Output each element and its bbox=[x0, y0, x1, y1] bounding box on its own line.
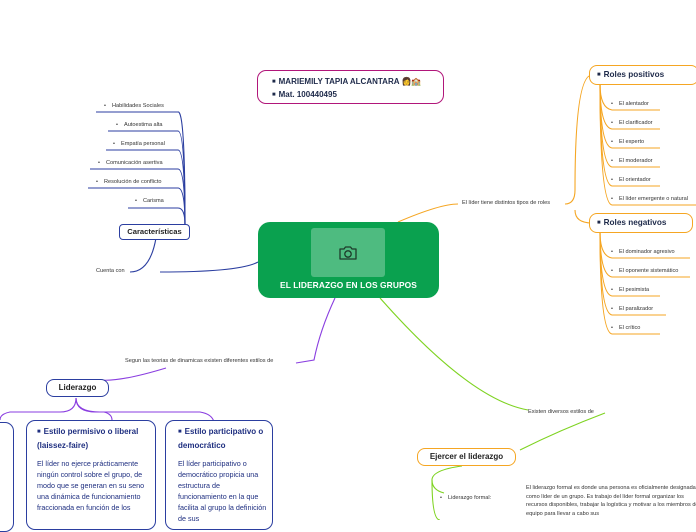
estilo-permisivo-bullet bbox=[37, 427, 44, 436]
rol-negativo-label: El crítico bbox=[618, 325, 641, 331]
rol-positivo-label: El moderador bbox=[618, 158, 653, 164]
rol-positivo-item[interactable]: El experto bbox=[611, 139, 644, 145]
roles-negativos-bullet bbox=[597, 218, 604, 227]
estilo-permisivo-body: El líder no ejerce prácticamente ningún … bbox=[37, 459, 145, 512]
estilo-permisivo-title: Estilo permisivo o liberal (laissez-fair… bbox=[37, 427, 139, 450]
estilo-participativo-bullet bbox=[178, 427, 185, 436]
caracteristica-label: Habilidades Sociales bbox=[111, 103, 164, 109]
rol-negativo-item[interactable]: El oponente sistemático bbox=[611, 268, 678, 274]
rol-negativo-item[interactable]: El dominador agresivo bbox=[611, 249, 675, 255]
rol-positivo-label: El orientador bbox=[618, 177, 651, 183]
caracteristica-item[interactable]: Carisma bbox=[135, 198, 164, 204]
connection-lines bbox=[0, 74, 696, 520]
caracteristica-item[interactable]: Comunicación asertiva bbox=[98, 160, 163, 166]
central-title: EL LIDERAZGO EN LOS GRUPOS bbox=[280, 280, 417, 290]
author-name-bullet bbox=[272, 77, 279, 86]
caracteristicas-node[interactable]: Características bbox=[119, 224, 190, 240]
rol-negativo-label: El oponente sistemático bbox=[618, 268, 679, 274]
caracteristica-label: Carisma bbox=[142, 198, 164, 204]
camera-icon bbox=[339, 245, 357, 260]
rol-positivo-item[interactable]: El clarificador bbox=[611, 120, 653, 126]
central-topic[interactable]: EL LIDERAZGO EN LOS GRUPOS bbox=[258, 222, 439, 298]
caracteristica-label: Empatía personal bbox=[120, 141, 165, 147]
liderazgo-title: Liderazgo bbox=[58, 383, 97, 392]
estilo-participativo-body: El líder participativo o democrático pro… bbox=[178, 459, 267, 523]
caracteristica-label: Resolución de conflicto bbox=[103, 179, 162, 185]
link-cuenta-caracteristicas bbox=[129, 237, 157, 273]
caracteristica-item[interactable]: Autoestima alta bbox=[116, 122, 163, 128]
rol-negativo-label: El paralizador bbox=[618, 306, 654, 312]
estilo-autocratico-card-partial[interactable] bbox=[0, 422, 14, 532]
rol-positivo-label: El experto bbox=[618, 139, 645, 145]
rol-positivo-label: El alentador bbox=[618, 101, 649, 107]
estilo-participativo-title: Estilo participativo o democrático bbox=[178, 427, 264, 450]
ejercer-node[interactable]: Ejercer el liderazgo bbox=[417, 448, 516, 466]
connector-cuenta-con: Cuenta con bbox=[96, 268, 125, 274]
liderazgo-formal-text: El liderazgo formal es donde una persona… bbox=[526, 485, 696, 517]
caracteristicas-title: Características bbox=[127, 227, 182, 236]
connector-ejercer: Existen diversos estilos de bbox=[528, 409, 594, 415]
author-mat-bullet bbox=[272, 90, 279, 99]
rol-positivo-label: El clarificador bbox=[618, 120, 653, 126]
caracteristica-item[interactable]: Habilidades Sociales bbox=[104, 103, 164, 109]
rol-positivo-label: El líder emergente o natural bbox=[618, 196, 688, 202]
roles-positivos-bullet bbox=[597, 70, 604, 79]
liderazgo-formal-label: Liderazgo formal: bbox=[447, 495, 492, 501]
caracteristica-item[interactable]: Empatía personal bbox=[113, 141, 165, 147]
caracteristica-item[interactable]: Resolución de conflicto bbox=[96, 179, 162, 185]
connector-roles: El líder tiene distintos tipos de roles bbox=[462, 200, 550, 206]
image-placeholder[interactable] bbox=[311, 228, 385, 277]
estilo-permisivo-card[interactable]: Estilo permisivo o liberal (laissez-fair… bbox=[26, 420, 156, 530]
liderazgo-node[interactable]: Liderazgo bbox=[46, 379, 109, 397]
rol-positivo-item[interactable]: El líder emergente o natural bbox=[611, 196, 688, 202]
roles-positivos-node[interactable]: Roles positivos bbox=[589, 65, 696, 85]
rol-negativo-item[interactable]: El pesimista bbox=[611, 287, 649, 293]
roles-negativos-title: Roles negativos bbox=[603, 218, 667, 227]
rol-negativo-item[interactable]: El crítico bbox=[611, 325, 640, 331]
author-name: MARIEMILY TAPIA ALCANTARA bbox=[278, 77, 400, 86]
author-mat: Mat. 100440495 bbox=[278, 90, 337, 99]
caracteristica-label: Comunicación asertiva bbox=[105, 160, 163, 166]
liderazgo-formal-item[interactable]: Liderazgo formal: bbox=[440, 495, 491, 501]
rol-positivo-item[interactable]: El moderador bbox=[611, 158, 653, 164]
ejercer-title: Ejercer el liderazgo bbox=[429, 452, 504, 461]
rol-positivo-item[interactable]: El alentador bbox=[611, 101, 649, 107]
rol-negativo-label: El pesimista bbox=[618, 287, 650, 293]
connector-liderazgo: Segun las teorias de dinamicas existen d… bbox=[125, 358, 274, 364]
rol-negativo-label: El dominador agresivo bbox=[618, 249, 675, 255]
rol-positivo-item[interactable]: El orientador bbox=[611, 177, 651, 183]
caracteristica-label: Autoestima alta bbox=[123, 122, 163, 128]
author-box: MARIEMILY TAPIA ALCANTARA 👩🏫 Mat. 100440… bbox=[257, 70, 444, 104]
author-emoji: 👩🏫 bbox=[401, 77, 422, 86]
estilo-participativo-card[interactable]: Estilo participativo o democrático El lí… bbox=[165, 420, 273, 530]
roles-negativos-node[interactable]: Roles negativos bbox=[589, 213, 693, 233]
rol-negativo-item[interactable]: El paralizador bbox=[611, 306, 653, 312]
roles-positivos-title: Roles positivos bbox=[603, 70, 665, 79]
link-center-cuenta bbox=[159, 261, 259, 273]
